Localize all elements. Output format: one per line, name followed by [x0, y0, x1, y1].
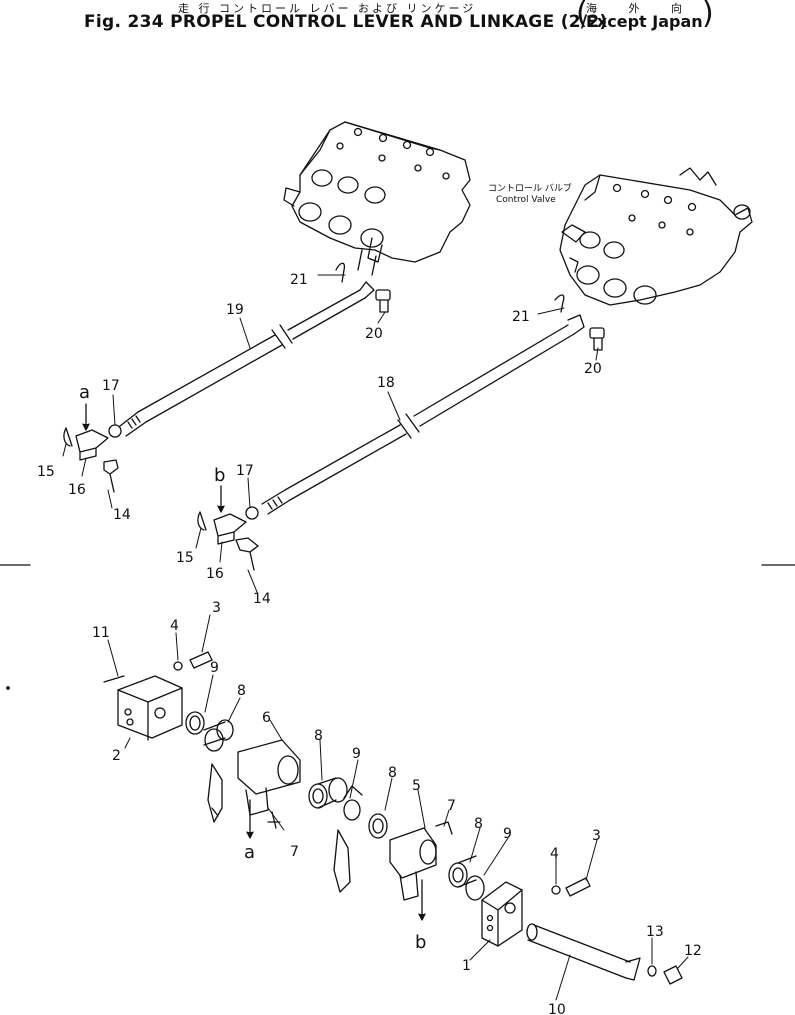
callout-8-right: 8	[474, 816, 483, 832]
label-a-bottom: a	[244, 842, 255, 863]
cotter-pin-21-left	[335, 262, 346, 283]
label-b-bottom: b	[415, 932, 426, 953]
callout-16-a: 16	[68, 482, 86, 498]
region-label: Except Japan	[586, 12, 703, 31]
region-paren-close: )	[702, 0, 714, 31]
cotter-pin-21-right	[554, 294, 565, 313]
callout-1: 1	[462, 958, 471, 974]
japanese-title: 走 行 コントロール レバー および リンケージ	[178, 2, 477, 15]
callout-8-middle-2: 8	[388, 765, 397, 781]
bushing-seal-8-9-left	[185, 711, 234, 752]
callout-4-lower: 4	[550, 846, 559, 862]
pin-20-right	[589, 327, 605, 351]
leader-lines	[62, 274, 689, 1001]
callout-21-right: 21	[512, 309, 530, 325]
callout-6: 6	[262, 710, 271, 726]
callout-14-a: 14	[113, 507, 131, 523]
callout-19: 19	[226, 302, 244, 318]
callout-12: 12	[684, 943, 702, 959]
control-valve-jp-label: コントロール バルブ	[488, 182, 572, 194]
bracket-2	[103, 675, 183, 741]
callout-10: 10	[548, 1002, 566, 1015]
callout-2: 2	[112, 748, 121, 764]
callout-18: 18	[377, 375, 395, 391]
callout-7-left: 7	[290, 844, 299, 860]
lever-5	[333, 821, 453, 921]
clevis-set-a	[63, 403, 122, 493]
control-valve-right	[559, 167, 753, 306]
callout-20-left: 20	[365, 326, 383, 342]
shaft-10	[526, 923, 641, 981]
figure-title: Fig. 234 PROPEL CONTROL LEVER AND LINKAG…	[84, 12, 608, 32]
callout-14-b: 14	[253, 591, 271, 607]
callout-3-upper: 3	[212, 600, 221, 616]
bushings-8-9-middle	[308, 777, 388, 839]
clevis-set-b	[197, 485, 259, 571]
callout-21-left: 21	[290, 272, 308, 288]
callout-15-b: 15	[176, 550, 194, 566]
callout-9-right: 9	[503, 826, 512, 842]
callout-13: 13	[646, 924, 664, 940]
rod-19	[119, 281, 375, 437]
callout-9-middle: 9	[352, 746, 361, 762]
pin-20-left	[375, 289, 391, 313]
bracket-1	[481, 881, 523, 947]
callout-11: 11	[92, 625, 110, 641]
bolt-washer-3-4-lower	[551, 877, 591, 897]
rod-18	[261, 314, 585, 515]
washer-bolt-12-13	[647, 965, 683, 985]
callout-9-left: 9	[210, 660, 219, 676]
control-valve-label: Control Valve	[496, 195, 556, 205]
callout-16-b: 16	[206, 566, 224, 582]
margin-dot	[6, 686, 10, 690]
bushings-8-9-right	[448, 855, 485, 901]
callout-17-b: 17	[236, 463, 254, 479]
callout-17-a: 17	[102, 378, 120, 394]
callout-7-right: 7	[447, 798, 456, 814]
bolt-washer-3-4-upper	[173, 651, 213, 671]
region-paren-open: (	[576, 0, 588, 31]
callout-8-left: 8	[237, 683, 246, 699]
callout-3-lower: 3	[592, 828, 601, 844]
callout-15-a: 15	[37, 464, 55, 480]
lever-6	[207, 739, 301, 839]
label-b-top: b	[214, 465, 225, 486]
callout-5: 5	[412, 778, 421, 794]
callout-4-upper: 4	[170, 618, 179, 634]
label-a-top: a	[79, 382, 90, 403]
japanese-region: 海 外 向	[586, 2, 696, 15]
control-valve-left	[283, 121, 471, 276]
callout-8-middle-1: 8	[314, 728, 323, 744]
callout-20-right: 20	[584, 361, 602, 377]
